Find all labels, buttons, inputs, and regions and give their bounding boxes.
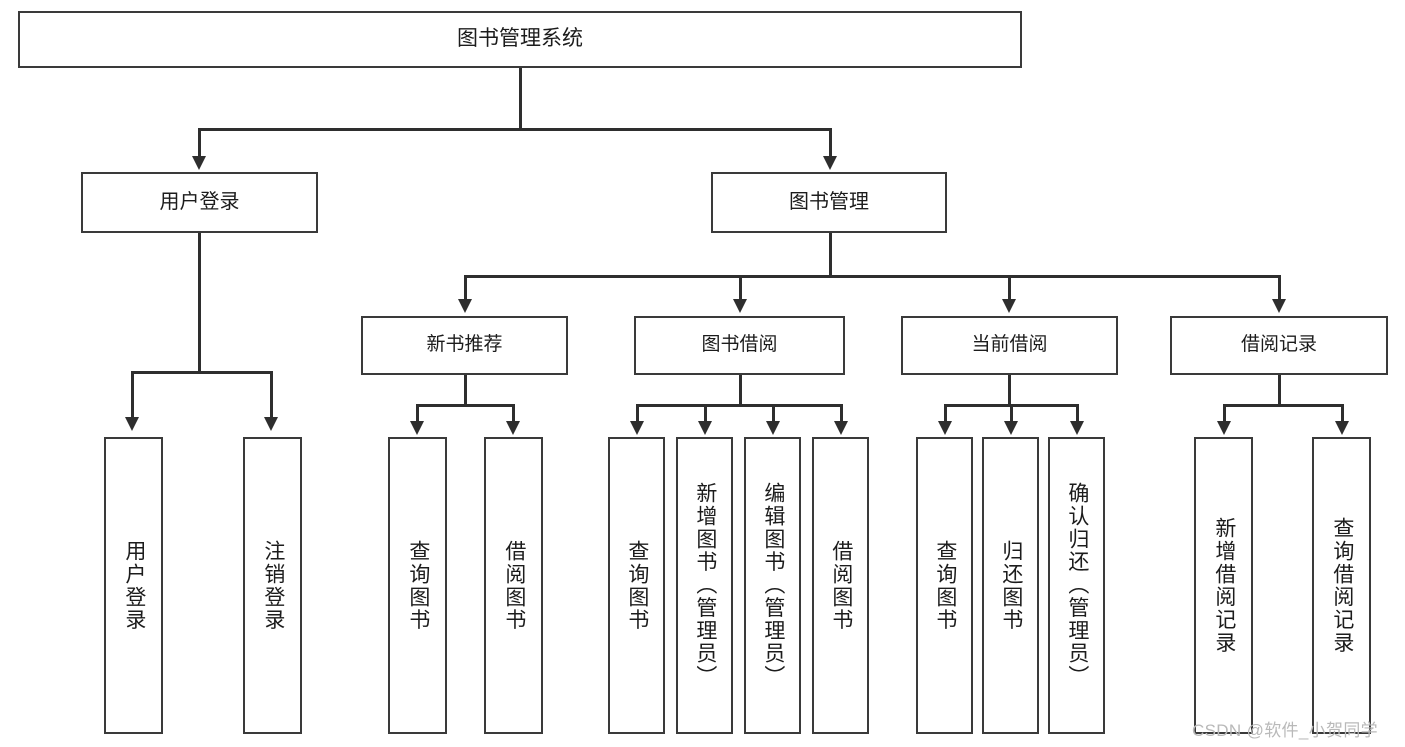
node-label: 新增借阅记录 <box>1212 516 1236 655</box>
csdn-watermark: CSDN @软件_小贺同学 <box>1192 721 1379 740</box>
node-label: 借阅图书 <box>829 539 853 632</box>
edge-new-book-drop-1 <box>416 404 419 423</box>
leaf-add-book-admin[interactable]: 新增图书（管理员） <box>676 437 733 734</box>
node-new-book-recommend[interactable]: 新书推荐 <box>361 316 568 375</box>
arrow-down-icon <box>834 421 848 435</box>
arrow-down-icon <box>823 156 837 170</box>
node-current-borrow[interactable]: 当前借阅 <box>901 316 1118 375</box>
leaf-user-login[interactable]: 用户登录 <box>104 437 163 734</box>
leaf-query-book-current[interactable]: 查询图书 <box>916 437 973 734</box>
leaf-add-borrow-record[interactable]: 新增借阅记录 <box>1194 437 1253 734</box>
arrow-down-icon <box>1335 421 1349 435</box>
arrow-down-icon <box>506 421 520 435</box>
arrow-down-icon <box>1002 299 1016 313</box>
node-label: 图书管理 <box>789 190 869 213</box>
edge-book-borrow-drop-1 <box>636 404 639 423</box>
leaf-query-book-borrow[interactable]: 查询图书 <box>608 437 665 734</box>
node-label: 新书推荐 <box>426 334 503 356</box>
node-book-management[interactable]: 图书管理 <box>711 172 947 233</box>
leaf-borrow-book[interactable]: 借阅图书 <box>812 437 869 734</box>
node-user-login[interactable]: 用户登录 <box>81 172 318 233</box>
arrow-down-icon <box>192 156 206 170</box>
edge-borrow-record-stem <box>1278 375 1281 404</box>
node-borrow-record[interactable]: 借阅记录 <box>1170 316 1388 375</box>
arrow-down-icon <box>264 417 278 431</box>
edge-drop-current-borrow <box>1008 275 1011 301</box>
arrow-down-icon <box>1217 421 1231 435</box>
edge-user-login-drop-1 <box>131 371 134 419</box>
edge-book-borrow-drop-4 <box>840 404 843 423</box>
edge-current-borrow-drop-1 <box>944 404 947 423</box>
node-label: 查询借阅记录 <box>1330 516 1354 655</box>
edge-borrow-record-drop-1 <box>1223 404 1226 423</box>
edge-current-borrow-drop-3 <box>1076 404 1079 423</box>
leaf-return-book[interactable]: 归还图书 <box>982 437 1039 734</box>
leaf-confirm-return-admin[interactable]: 确认归还（管理员） <box>1048 437 1105 734</box>
node-label: 注销登录 <box>261 539 285 632</box>
node-label: 当前借阅 <box>971 334 1048 356</box>
leaf-query-borrow-record[interactable]: 查询借阅记录 <box>1312 437 1371 734</box>
node-label: 编辑图书（管理员） <box>761 482 785 689</box>
edge-root-bus <box>198 128 832 131</box>
arrow-down-icon <box>733 299 747 313</box>
arrow-down-icon <box>630 421 644 435</box>
arrow-down-icon <box>1272 299 1286 313</box>
node-label: 用户登录 <box>122 539 146 632</box>
edge-level2-bus <box>464 275 1281 278</box>
edge-new-book-stem <box>464 375 467 404</box>
node-label: 归还图书 <box>999 539 1023 632</box>
edge-book-borrow-stem <box>739 375 742 404</box>
node-label: 新增图书（管理员） <box>693 482 717 689</box>
node-label: 借阅记录 <box>1240 334 1317 356</box>
node-label: 借阅图书 <box>502 539 526 632</box>
node-label: 查询图书 <box>625 539 649 632</box>
edge-current-borrow-drop-2 <box>1010 404 1013 423</box>
node-book-borrow[interactable]: 图书借阅 <box>634 316 845 375</box>
edge-root-to-book-management <box>829 128 832 158</box>
node-label: 图书借阅 <box>701 334 778 356</box>
arrow-down-icon <box>125 417 139 431</box>
leaf-borrow-book-new-recommend[interactable]: 借阅图书 <box>484 437 543 734</box>
edge-user-login-stem <box>198 233 201 371</box>
leaf-logout[interactable]: 注销登录 <box>243 437 302 734</box>
edge-user-login-drop-2 <box>270 371 273 419</box>
arrow-down-icon <box>410 421 424 435</box>
leaf-edit-book-admin[interactable]: 编辑图书（管理员） <box>744 437 801 734</box>
node-label: 用户登录 <box>159 190 240 213</box>
edge-book-borrow-drop-2 <box>704 404 707 423</box>
edge-root-stem <box>519 68 522 128</box>
arrow-down-icon <box>698 421 712 435</box>
edge-user-login-bus <box>131 371 271 374</box>
edge-current-borrow-stem <box>1008 375 1011 404</box>
edge-borrow-record-drop-2 <box>1341 404 1344 423</box>
edge-drop-book-borrow <box>739 275 742 301</box>
arrow-down-icon <box>1004 421 1018 435</box>
edge-root-to-user-login <box>198 128 201 158</box>
node-label: 查询图书 <box>406 539 430 632</box>
leaf-query-book-new-recommend[interactable]: 查询图书 <box>388 437 447 734</box>
arrow-down-icon <box>766 421 780 435</box>
arrow-down-icon <box>458 299 472 313</box>
arrow-down-icon <box>938 421 952 435</box>
edge-book-management-stem <box>829 233 832 275</box>
edge-drop-new-book <box>464 275 467 301</box>
node-label: 图书管理系统 <box>457 27 583 51</box>
edge-book-borrow-drop-3 <box>772 404 775 423</box>
edge-new-book-bus <box>416 404 514 407</box>
edge-book-borrow-bus <box>636 404 842 407</box>
arrow-down-icon <box>1070 421 1084 435</box>
edge-drop-borrow-record <box>1278 275 1281 301</box>
edge-borrow-record-bus <box>1223 404 1342 407</box>
node-root-book-management-system[interactable]: 图书管理系统 <box>18 11 1022 68</box>
node-label: 查询图书 <box>933 539 957 632</box>
edge-new-book-drop-2 <box>512 404 515 423</box>
node-label: 确认归还（管理员） <box>1065 482 1089 689</box>
